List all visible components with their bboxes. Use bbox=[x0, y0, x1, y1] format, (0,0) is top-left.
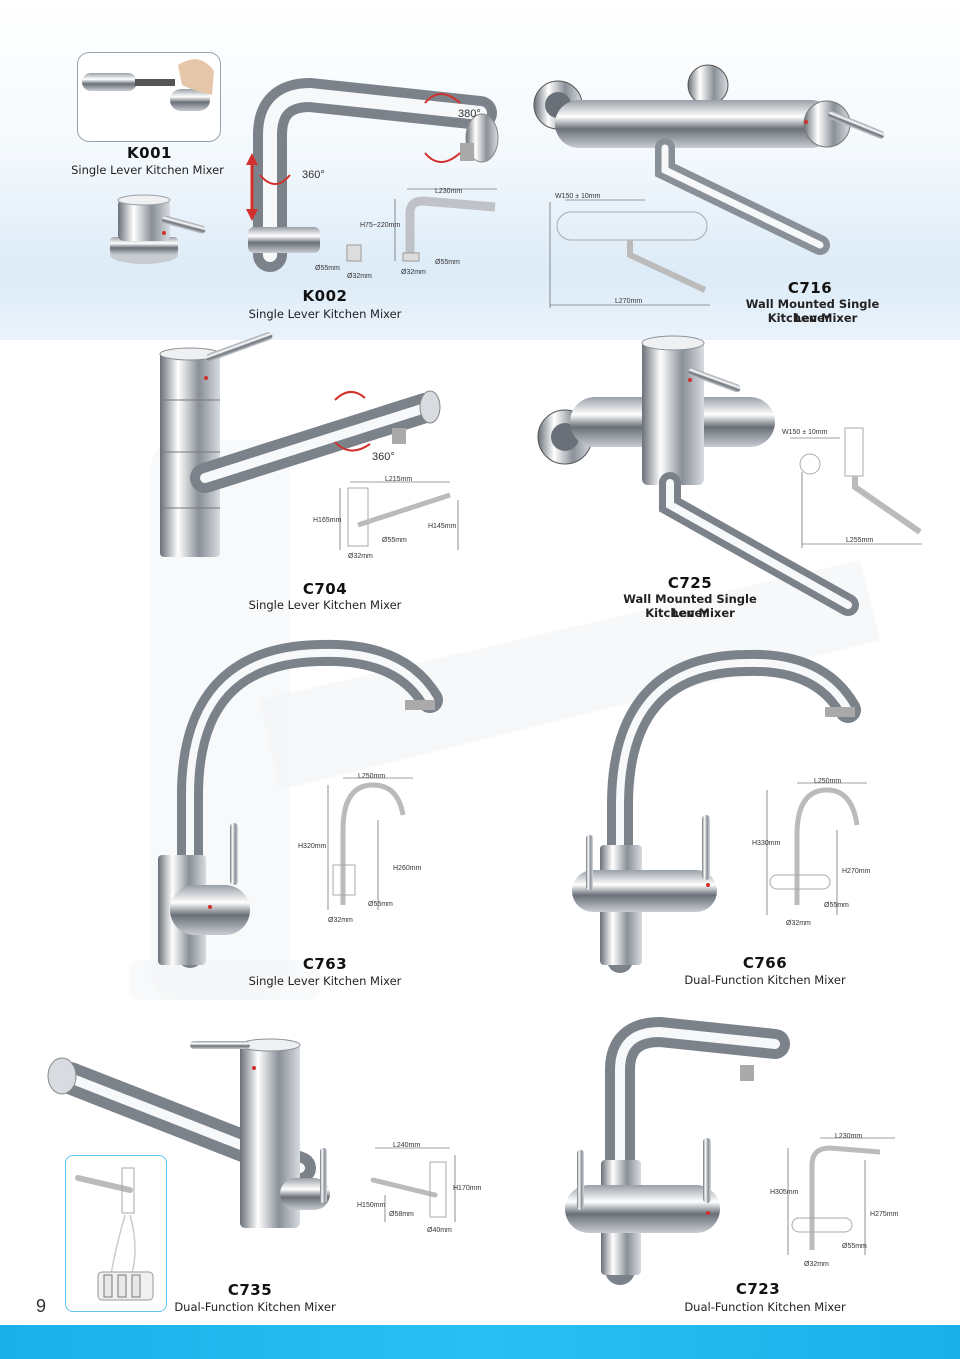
k002-dim-hole-right: Ø32mm bbox=[401, 269, 426, 276]
c735-description: Dual-Function Kitchen Mixer bbox=[174, 1300, 336, 1314]
c763-faucet-image bbox=[158, 639, 443, 968]
c704-dim-base: Ø55mm bbox=[382, 537, 407, 544]
c735-dim-height-spout: H150mm bbox=[357, 1202, 386, 1209]
k002-dim-length: L230mm bbox=[435, 188, 462, 195]
c723-code: C723 bbox=[735, 1280, 781, 1298]
c725-code: C725 bbox=[667, 574, 713, 592]
c723-faucet-image bbox=[565, 1016, 790, 1285]
footer-accent-bar bbox=[0, 1325, 960, 1359]
k001-code: K001 bbox=[127, 144, 172, 162]
c723-dim-hole: Ø32mm bbox=[804, 1261, 829, 1268]
c763-dim-height-total: H320mm bbox=[298, 843, 327, 850]
c735-filter-illustration bbox=[75, 1167, 154, 1301]
c723-dim-base: Ø55mm bbox=[842, 1243, 867, 1250]
c723-dim-height-total: H305mm bbox=[770, 1189, 799, 1196]
c704-dim-length: L215mm bbox=[385, 476, 412, 483]
c725-dimension-drawing: W150 ± 10mm L255mm bbox=[782, 427, 922, 548]
c725-description-line1: Wall Mounted Single Lever bbox=[623, 592, 757, 620]
c704-description: Single Lever Kitchen Mixer bbox=[248, 598, 402, 612]
c716-description-line2: Kitchen Mixer bbox=[767, 311, 858, 325]
c735-dimension-drawing: L240mm H170mm H150mm Ø58mm Ø40mm bbox=[357, 1142, 482, 1234]
k002-dim-base-left: Ø55mm bbox=[315, 265, 340, 272]
k002-dim-hole-left: Ø32mm bbox=[347, 273, 372, 280]
k001-pullout-illustration bbox=[82, 59, 214, 111]
c716-code: C716 bbox=[787, 279, 833, 297]
c716-faucet-image bbox=[533, 64, 885, 255]
k002-dimension-drawing: L230mm H75~220mm Ø55mm Ø32mm Ø55mm Ø32mm bbox=[315, 188, 497, 280]
c735-dim-hole: Ø40mm bbox=[427, 1227, 452, 1234]
k002-dim-height: H75~220mm bbox=[360, 222, 400, 229]
c716-description-line1: Wall Mounted Single Lever bbox=[745, 297, 880, 325]
c766-dim-height-spout: H270mm bbox=[842, 868, 871, 875]
c716-dimension-drawing: W150 ± 10mm L270mm bbox=[549, 193, 710, 308]
c723-dimension-drawing: L230mm H305mm H275mm Ø55mm Ø32mm bbox=[770, 1133, 899, 1268]
c704-dim-height-spout: H145mm bbox=[428, 523, 457, 530]
c704-dim-height-total: H165mm bbox=[313, 517, 342, 524]
c766-dim-height-total: H330mm bbox=[752, 840, 781, 847]
k001-faucet-image bbox=[110, 194, 206, 264]
c766-description: Dual-Function Kitchen Mixer bbox=[684, 973, 846, 987]
c725-dim-width: W150 ± 10mm bbox=[782, 429, 828, 436]
c763-dim-hole: Ø32mm bbox=[328, 917, 353, 924]
c704-rotation-label: 360° bbox=[372, 451, 395, 463]
page-number: 9 bbox=[36, 1296, 47, 1316]
c735-code: C735 bbox=[227, 1281, 273, 1299]
c766-dim-hole: Ø32mm bbox=[786, 920, 811, 927]
c766-dimension-drawing: L250mm H330mm H270mm Ø55mm Ø32mm bbox=[752, 778, 871, 927]
c763-dim-base: Ø55mm bbox=[368, 901, 393, 908]
c763-code: C763 bbox=[302, 955, 348, 973]
c766-code: C766 bbox=[742, 954, 788, 972]
c735-dim-base: Ø58mm bbox=[389, 1211, 414, 1218]
c735-dim-length: L240mm bbox=[393, 1142, 420, 1149]
c766-faucet-image bbox=[572, 649, 861, 973]
c735-dim-height-total: H170mm bbox=[453, 1185, 482, 1192]
c763-description: Single Lever Kitchen Mixer bbox=[248, 974, 402, 988]
c704-code: C704 bbox=[302, 580, 348, 598]
k002-faucet-image: 380° 360° bbox=[246, 77, 499, 272]
k001-description: Single Lever Kitchen Mixer bbox=[71, 163, 224, 177]
c766-dim-base: Ø55mm bbox=[824, 902, 849, 909]
c725-dim-length: L255mm bbox=[846, 537, 873, 544]
k002-dim-base-right: Ø55mm bbox=[435, 259, 460, 266]
c723-description: Dual-Function Kitchen Mixer bbox=[684, 1300, 846, 1314]
c725-description-line2: Kitchen Mixer bbox=[645, 606, 735, 620]
c763-dim-length: L250mm bbox=[358, 773, 385, 780]
k002-rotation-top-label: 380° bbox=[458, 108, 481, 120]
c716-dim-width: W150 ± 10mm bbox=[555, 193, 601, 200]
c723-dim-height-spout: H275mm bbox=[870, 1211, 899, 1218]
c763-dimension-drawing: L250mm H320mm H260mm Ø55mm Ø32mm bbox=[298, 773, 422, 924]
k002-rotation-side-label: 360° bbox=[302, 169, 325, 181]
c723-dim-length: L230mm bbox=[835, 1133, 862, 1140]
c704-dim-hole: Ø32mm bbox=[348, 553, 373, 560]
k002-description: Single Lever Kitchen Mixer bbox=[248, 307, 402, 321]
c704-faucet-image: 360° bbox=[159, 332, 441, 557]
c716-dim-length: L270mm bbox=[615, 298, 642, 305]
c735-faucet-image bbox=[47, 1038, 330, 1228]
c704-dimension-drawing: L215mm H165mm H145mm Ø55mm Ø32mm bbox=[313, 476, 459, 560]
c725-faucet-image bbox=[537, 335, 859, 616]
c766-dim-length: L250mm bbox=[814, 778, 841, 785]
k002-code: K002 bbox=[302, 287, 348, 305]
c763-dim-height-spout: H260mm bbox=[393, 865, 422, 872]
